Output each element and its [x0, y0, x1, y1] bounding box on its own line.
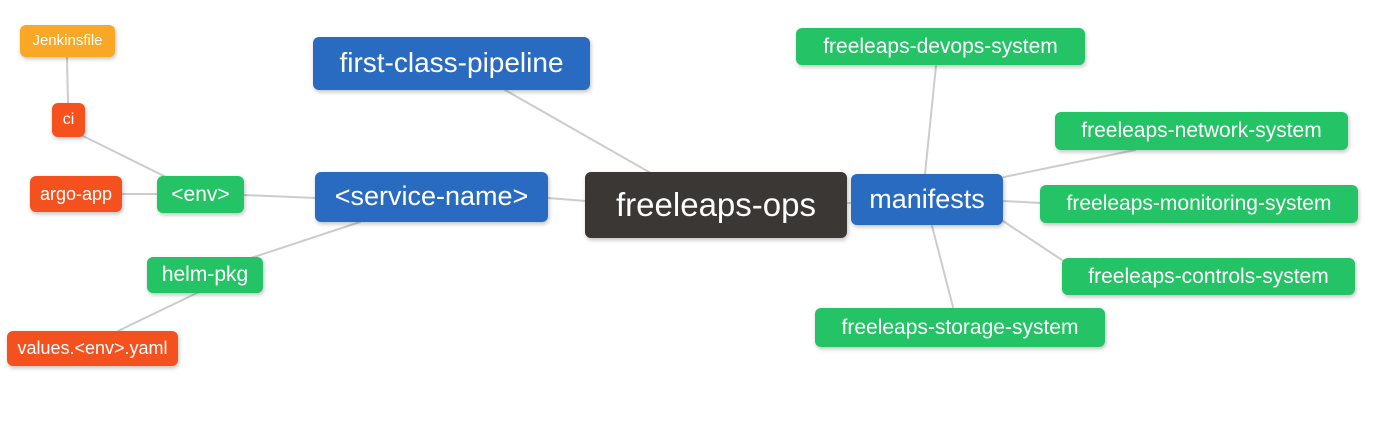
node-helm-pkg[interactable]: helm-pkg: [147, 257, 263, 293]
node-argo-app[interactable]: argo-app: [30, 176, 122, 212]
node-label: <service-name>: [334, 181, 529, 211]
node-label: manifests: [869, 183, 985, 214]
edge-manifests-to-devops-system: [924, 65, 937, 175]
node-label: argo-app: [39, 183, 113, 204]
node-label: freeleaps-network-system: [1081, 119, 1322, 142]
node-env[interactable]: <env>: [157, 176, 244, 213]
node-label: freeleaps-controls-system: [1088, 264, 1329, 288]
edge-env-to-service-name: [243, 194, 317, 199]
node-label: freeleaps-monitoring-system: [1066, 192, 1332, 215]
node-label: first-class-pipeline: [339, 47, 564, 78]
node-freeleaps-ops[interactable]: freeleaps-ops: [585, 172, 847, 238]
edge-manifests-to-controls-system: [1002, 220, 1066, 263]
node-manifests[interactable]: manifests: [851, 174, 1003, 225]
edge-helm-pkg-to-values-env-yaml: [117, 291, 200, 332]
edge-service-name-to-freeleaps-ops: [547, 197, 587, 202]
node-label: values.<env>.yaml: [17, 338, 168, 358]
node-label: freeleaps-storage-system: [841, 315, 1079, 339]
edge-ci-to-env: [82, 135, 167, 178]
node-jenkinsfile[interactable]: Jenkinsfile: [20, 25, 115, 57]
node-label: ci: [62, 110, 75, 128]
node-first-class-pipeline[interactable]: first-class-pipeline: [313, 37, 590, 90]
node-values-env-yaml[interactable]: values.<env>.yaml: [7, 331, 178, 366]
node-service-name[interactable]: <service-name>: [315, 172, 548, 222]
node-label: <env>: [171, 182, 230, 206]
node-monitoring-system[interactable]: freeleaps-monitoring-system: [1040, 185, 1358, 223]
node-label: freeleaps-devops-system: [823, 34, 1058, 58]
edge-manifests-to-network-system: [1003, 149, 1136, 178]
node-label: freeleaps-ops: [616, 186, 816, 223]
node-label: Jenkinsfile: [32, 32, 103, 49]
edge-service-name-to-helm-pkg: [250, 221, 361, 259]
edge-first-class-pipeline-to-freeleaps-ops: [504, 89, 650, 173]
node-network-system[interactable]: freeleaps-network-system: [1055, 112, 1348, 150]
node-label: helm-pkg: [161, 263, 249, 286]
edge-jenkinsfile-to-ci: [66, 56, 69, 105]
edge-manifests-to-monitoring-system: [1002, 200, 1042, 204]
edge-manifests-to-storage-system: [931, 225, 954, 308]
node-controls-system[interactable]: freeleaps-controls-system: [1062, 258, 1355, 295]
node-ci[interactable]: ci: [52, 103, 85, 137]
node-storage-system[interactable]: freeleaps-storage-system: [815, 308, 1105, 347]
node-devops-system[interactable]: freeleaps-devops-system: [796, 28, 1085, 65]
